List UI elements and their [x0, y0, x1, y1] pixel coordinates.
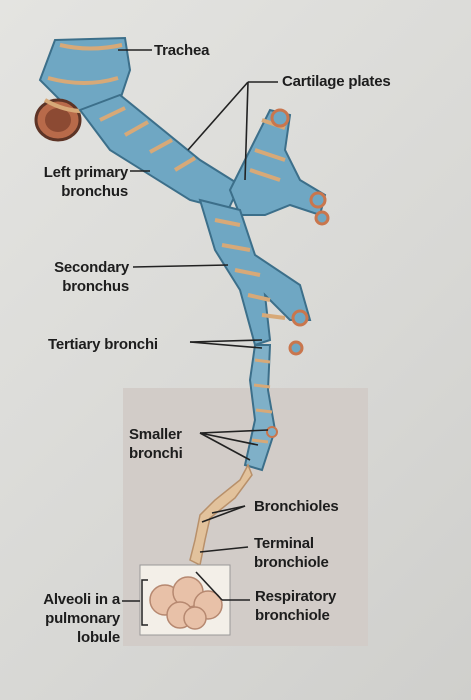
label-bronchioles: Bronchioles [254, 498, 339, 515]
label-smaller-bronchi: Smaller bronchi [129, 426, 183, 462]
label-alveoli: Alveoli in a pulmonary lobule [43, 591, 120, 646]
label-trachea: Trachea [154, 42, 210, 59]
smaller-bronchi-shape [243, 344, 278, 472]
label-secondary-bronchus: Secondary bronchus [54, 259, 129, 295]
upper-branch-shape [228, 108, 330, 226]
leader-lines [118, 49, 278, 602]
label-left-primary-bronchus: Left primary bronchus [43, 164, 128, 200]
bronchioles-shape [189, 463, 253, 567]
label-respiratory-bronchiole: Respiratory bronchiole [255, 588, 337, 624]
label-tertiary-bronchi: Tertiary bronchi [48, 336, 158, 353]
alveoli-cluster-shape [139, 564, 231, 636]
label-terminal-bronchiole: Terminal bronchiole [254, 535, 329, 571]
secondary-bronchus-shape [198, 198, 312, 356]
label-cartilage-plates: Cartilage plates [282, 73, 391, 90]
